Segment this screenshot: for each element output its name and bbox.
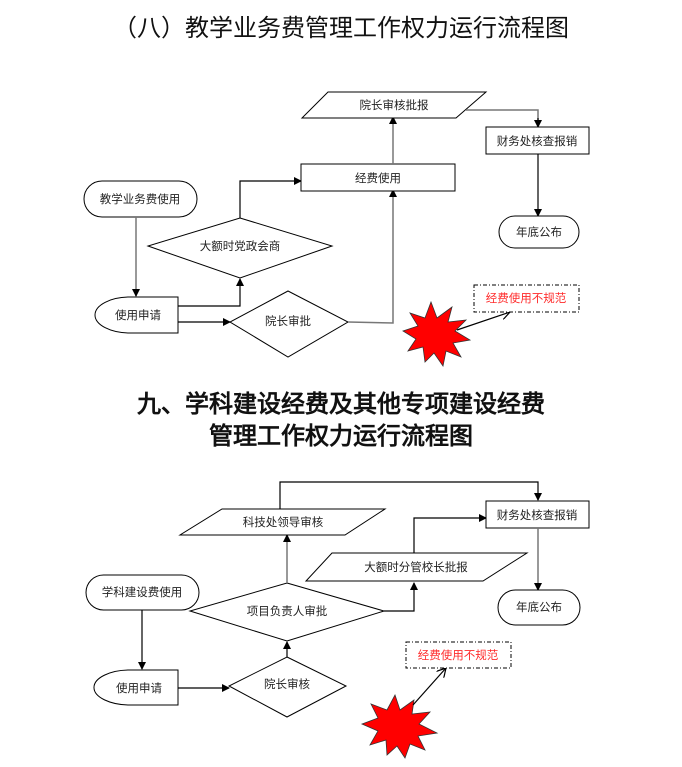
edge-apply-to-party-meeting xyxy=(178,278,244,307)
node-label: 科技处领导审核 xyxy=(243,515,324,529)
section1-title: （八）教学业务费管理工作权力运行流程图 xyxy=(113,14,569,42)
node-vp-report: 大额时分管校长批报 xyxy=(304,552,529,582)
node-finance-check: 财务处核查报销 xyxy=(485,126,590,155)
node-use-application: 使用申请 xyxy=(93,669,179,706)
node-project-leader-approve: 项目负责人审批 xyxy=(188,582,386,642)
node-dean-approve: 院长审批 xyxy=(228,290,350,358)
risk-burst-icon xyxy=(402,300,472,368)
node-label: 财务处核查报销 xyxy=(497,508,578,522)
edge-risk-pointer xyxy=(412,668,446,706)
node-fund-use: 经费使用 xyxy=(300,163,456,192)
node-label: 教学业务费使用 xyxy=(100,192,181,206)
section2-title-line1: 九、学科建设经费及其他专项建设经费 xyxy=(137,389,545,418)
node-label: 年底公布 xyxy=(516,225,562,239)
node-use-application: 使用申请 xyxy=(94,296,179,334)
section1-diagram: 教学业务费使用 使用申请 大额时党政会商 院长审批 经费使用 xyxy=(83,91,590,368)
node-label: 财务处核查报销 xyxy=(497,134,578,148)
node-label: 院长审核批报 xyxy=(360,98,429,112)
node-label: 使用申请 xyxy=(115,308,161,322)
node-party-meeting: 大额时党政会商 xyxy=(146,217,334,279)
node-year-end-publish: 年底公布 xyxy=(497,589,581,626)
node-label: 学科建设费使用 xyxy=(102,585,183,599)
node-label: 年底公布 xyxy=(516,600,562,614)
node-year-end-publish: 年底公布 xyxy=(498,215,580,249)
node-dean-review: 院长审核 xyxy=(227,656,348,718)
section2-diagram: 学科建设费使用 使用申请 院长审核 项目负责人审批 科技处领导审核 xyxy=(85,481,590,759)
edge-dean-approve-to-fund-use xyxy=(347,189,397,324)
risk-label: 经费使用不规范 xyxy=(418,648,499,662)
node-discipline-fee-use: 学科建设费使用 xyxy=(85,574,200,611)
section2-title-line2: 管理工作权力运行流程图 xyxy=(209,421,473,450)
node-finance-check: 财务处核查报销 xyxy=(485,500,590,529)
edge-vp-report-to-finance xyxy=(413,514,487,553)
node-label: 大额时分管校长批报 xyxy=(364,560,468,574)
edge-sci-tech-to-finance xyxy=(279,481,542,509)
node-label: 院长审核 xyxy=(264,677,310,691)
node-dean-review-report: 院长审核批报 xyxy=(300,91,488,119)
node-label: 使用申请 xyxy=(116,681,162,695)
node-teaching-fee-use: 教学业务费使用 xyxy=(83,180,198,218)
risk-callout: 经费使用不规范 xyxy=(405,641,512,669)
node-label: 大额时党政会商 xyxy=(200,239,281,253)
risk-burst-icon xyxy=(360,693,439,759)
edge-risk-pointer xyxy=(456,312,510,331)
edge-project-leader-to-vp-report xyxy=(384,582,418,612)
edge-party-meeting-to-fund-use xyxy=(239,177,302,218)
node-label: 院长审批 xyxy=(265,314,311,328)
risk-label: 经费使用不规范 xyxy=(486,291,567,305)
node-sci-tech-review: 科技处领导审核 xyxy=(178,508,387,536)
node-label: 项目负责人审批 xyxy=(247,604,328,618)
risk-callout: 经费使用不规范 xyxy=(473,284,580,313)
node-label: 经费使用 xyxy=(355,171,401,185)
edge-report-to-finance xyxy=(466,109,539,125)
